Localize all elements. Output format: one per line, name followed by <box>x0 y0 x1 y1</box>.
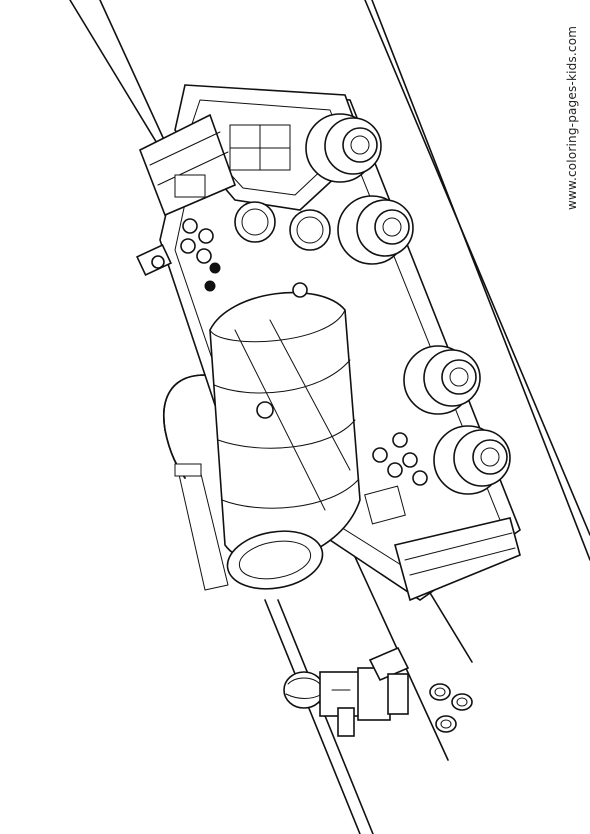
wheel-front-right <box>337 195 414 265</box>
mixer-drum <box>209 282 361 590</box>
rear-bumper <box>364 432 521 602</box>
truck-wheels <box>305 113 511 495</box>
wheel-rear-right <box>433 425 511 495</box>
wheel-front-left <box>305 113 382 183</box>
mixer-hose <box>163 374 229 591</box>
watermark-url: www.coloring-pages-kids.com <box>565 25 579 210</box>
truck-cab <box>138 84 366 217</box>
wheel-rear-left <box>403 345 481 415</box>
front-studs <box>136 201 331 292</box>
loose-studs <box>429 683 473 733</box>
truck <box>136 84 521 602</box>
worker-minifigure <box>283 646 410 737</box>
